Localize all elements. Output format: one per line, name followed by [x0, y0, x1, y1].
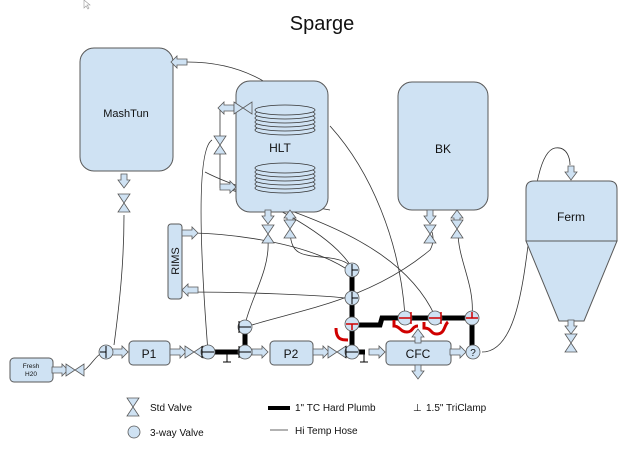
fresh-water-label-1: Fresh [23, 363, 40, 370]
legend-std-valve-icon [126, 397, 140, 417]
hlt-top-coil-icon [254, 104, 316, 136]
three-way-valve[interactable] [427, 310, 443, 326]
bk-vessel[interactable]: BK [397, 81, 489, 211]
p1-label: P1 [142, 347, 157, 361]
rims-vessel[interactable]: RIMS [167, 223, 183, 300]
p1-inlet-arrow-icon [111, 345, 129, 359]
cfc-label: CFC [406, 347, 431, 361]
mashtun-vessel[interactable]: MashTun [79, 47, 174, 172]
fermenter-vessel[interactable]: Ferm [525, 180, 618, 322]
pump-p2[interactable]: P2 [269, 340, 314, 366]
hlt-label: HLT [269, 141, 291, 155]
mashtun-outlet-arrow-icon [117, 173, 131, 189]
cfc-inlet-arrow-icon [368, 345, 386, 359]
triclamp-markers [223, 354, 368, 363]
bk-outlet-arrow-icon [423, 209, 437, 225]
cfc-outlet-arrow-icon [449, 345, 467, 359]
legend-3way-valve-label: 3-way Valve [150, 428, 204, 439]
cfc-water-outlet-arrow-icon [411, 364, 425, 380]
mashtun-std-valve-icon[interactable] [117, 193, 131, 213]
diagram-title: Sparge [290, 13, 355, 35]
legend-std-valve-label: Std Valve [150, 403, 192, 414]
p2-label: P2 [284, 347, 299, 361]
p2-std-valve-icon[interactable] [327, 345, 347, 359]
p2-inlet-arrow-icon [251, 345, 269, 359]
p1-std-valve-icon[interactable] [184, 345, 204, 359]
legend-3way-valve-icon [127, 425, 141, 439]
bk-outlet-std-valve-icon[interactable] [423, 224, 437, 244]
hlt-outlet-std-valve-icon[interactable] [261, 224, 275, 244]
rims-inlet-arrow-icon [181, 283, 199, 297]
legend-triclamp-label: 1.5" TriClamp [426, 403, 487, 414]
bk-label: BK [435, 142, 451, 156]
ferm-label: Ferm [557, 210, 585, 224]
counterflow-chiller[interactable]: CFC [385, 340, 452, 366]
fresh-water-arrow-icon [51, 363, 69, 377]
fresh-water-label-2: H20 [25, 371, 37, 378]
mouse-cursor-icon [83, 0, 91, 10]
hlt-bypass-std-valve-icon[interactable] [213, 135, 227, 155]
bk-inlet-std-valve-icon[interactable] [450, 219, 464, 239]
hlt-coil-inlet-arrow-icon [219, 180, 237, 194]
mashtun-label: MashTun [103, 108, 148, 120]
unknown-valve-label: ? [470, 348, 476, 359]
legend-triclamp-icon: ⊥ [413, 403, 422, 414]
unknown-three-way-valve[interactable]: ? [465, 344, 481, 360]
legend-hose-label: Hi Temp Hose [295, 426, 358, 437]
three-way-valve[interactable] [344, 316, 360, 332]
three-way-valve[interactable] [344, 290, 360, 306]
hlt-inlet-std-valve-icon[interactable] [283, 219, 297, 239]
three-way-valve[interactable] [200, 344, 216, 360]
rims-outlet-arrow-icon [181, 226, 199, 240]
legend-hard-plumb-icon [268, 406, 290, 410]
rims-label: RIMS [170, 247, 182, 275]
ferm-outlet-arrow-icon [564, 319, 578, 335]
three-way-valve[interactable] [464, 310, 480, 326]
three-way-valve[interactable] [237, 344, 253, 360]
ferm-inlet-arrow-icon [564, 165, 578, 181]
fresh-water-std-valve-icon[interactable] [65, 363, 85, 377]
legend: Std Valve 3-way Valve 1" TC Hard Plumb H… [126, 397, 487, 439]
three-way-valve[interactable] [344, 344, 360, 360]
p1-outlet-arrow-icon [169, 345, 187, 359]
three-way-valve[interactable] [397, 310, 413, 326]
three-way-valve[interactable] [98, 344, 114, 360]
ferm-std-valve-icon[interactable] [564, 333, 578, 353]
p2-outlet-arrow-icon [312, 345, 330, 359]
pump-p1[interactable]: P1 [128, 340, 171, 366]
three-way-valve[interactable] [344, 262, 360, 278]
fresh-water-source[interactable]: Fresh H20 [9, 357, 54, 383]
flow-highlight-arrows [334, 320, 450, 342]
legend-hard-plumb-label: 1" TC Hard Plumb [295, 403, 376, 414]
three-way-valve[interactable] [237, 319, 253, 335]
hlt-bottom-coil-icon [254, 162, 316, 194]
